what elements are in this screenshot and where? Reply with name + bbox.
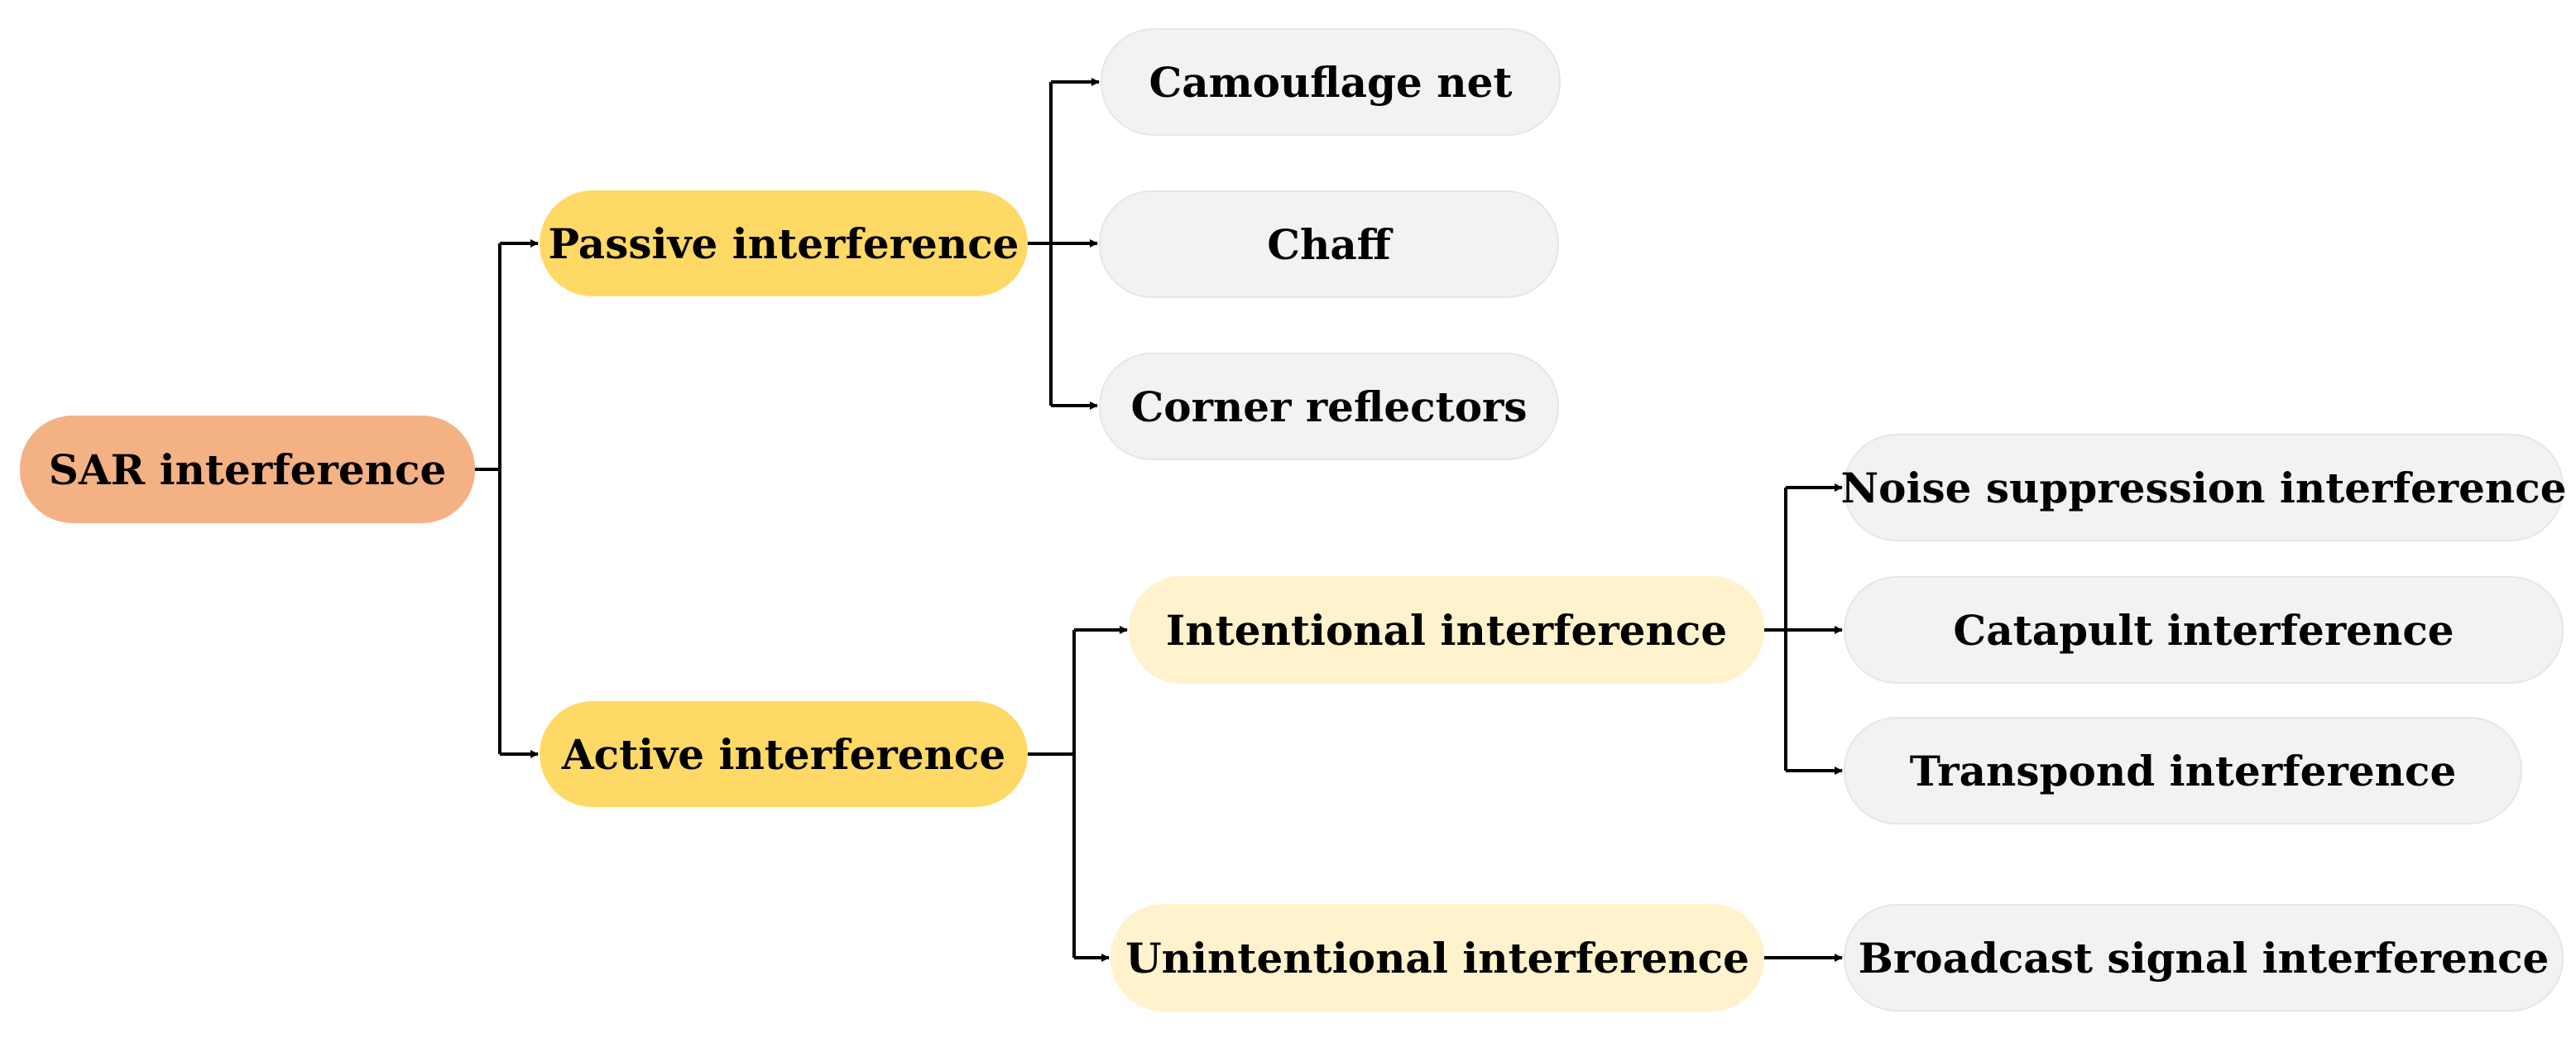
node-catapult-interference: Catapult interference xyxy=(1844,576,2564,684)
node-broadcast-signal-interference: Broadcast signal interference xyxy=(1844,904,2564,1012)
node-camouflage-net: Camouflage net xyxy=(1101,28,1561,136)
node-noise-suppression-interference: Noise suppression interference xyxy=(1840,434,2567,541)
node-passive-interference: Passive interference xyxy=(540,190,1028,296)
node-transpond-interference: Transpond interference xyxy=(1844,717,2522,824)
node-active-interference: Active interference xyxy=(540,701,1028,807)
node-intentional-interference: Intentional interference xyxy=(1129,576,1764,684)
node-chaff: Chaff xyxy=(1099,190,1559,298)
node-sar-interference: SAR interference xyxy=(20,416,475,523)
node-unintentional-interference: Unintentional interference xyxy=(1111,904,1764,1012)
node-corner-reflectors: Corner reflectors xyxy=(1099,353,1559,460)
